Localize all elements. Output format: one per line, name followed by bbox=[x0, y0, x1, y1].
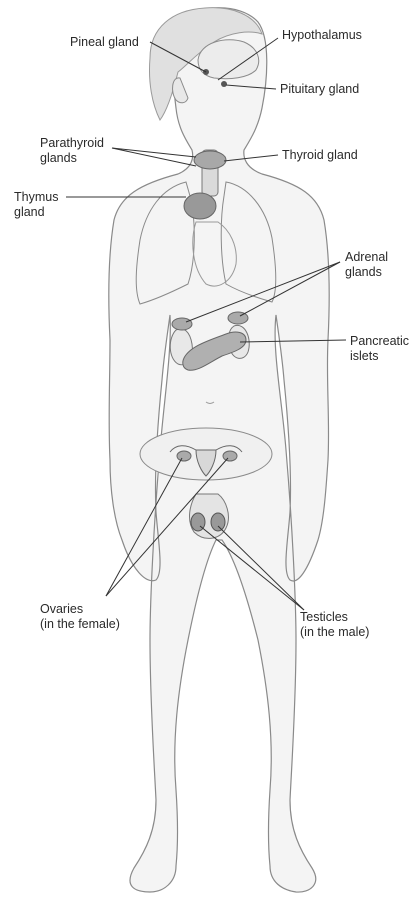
label-hypothalamus: Hypothalamus bbox=[282, 28, 362, 43]
left-adrenal-gland bbox=[172, 318, 192, 330]
label-parathyroid-glands: Parathyroid glands bbox=[40, 136, 104, 166]
leader-parathyroid-1 bbox=[112, 148, 196, 157]
thyroid-gland bbox=[194, 151, 226, 169]
label-testicles: Testicles (in the male) bbox=[300, 610, 369, 640]
pituitary-gland bbox=[221, 81, 227, 87]
thymus-gland bbox=[184, 193, 216, 219]
right-ovary bbox=[223, 451, 237, 461]
label-pineal-gland: Pineal gland bbox=[70, 35, 139, 50]
label-ovaries: Ovaries (in the female) bbox=[40, 602, 120, 632]
leader-parathyroid-2 bbox=[112, 148, 196, 166]
label-adrenal-glands: Adrenal glands bbox=[345, 250, 388, 280]
left-ovary bbox=[177, 451, 191, 461]
label-pancreatic-islets: Pancreatic islets bbox=[350, 334, 409, 364]
label-thyroid-gland: Thyroid gland bbox=[282, 148, 358, 163]
label-pituitary-gland: Pituitary gland bbox=[280, 82, 359, 97]
right-testicle bbox=[211, 513, 225, 531]
label-thymus-gland: Thymus gland bbox=[14, 190, 58, 220]
